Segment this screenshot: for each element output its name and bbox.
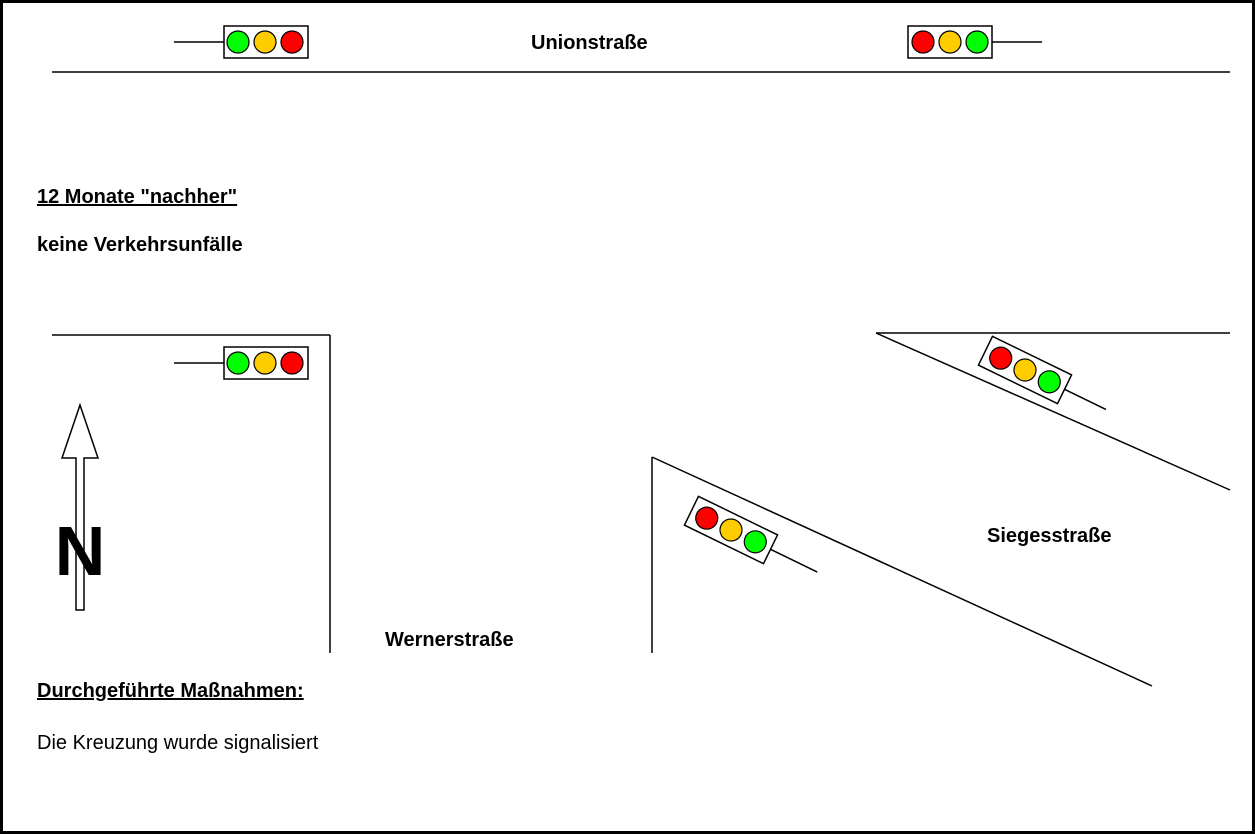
traffic-light-union-west [174,25,309,59]
lamp-red [911,30,935,54]
lamp-red [989,346,1013,370]
north-arrow-icon: N [55,402,106,611]
lamp-yellow [938,30,962,54]
traffic-light-union-east [907,25,1042,59]
lamp-yellow [253,351,277,375]
lamp-green [226,30,250,54]
lamp-green [965,30,989,54]
traffic-light-werner [174,346,309,380]
lamp-red [280,30,304,54]
lamp-red [695,506,719,530]
period-heading: 12 Monate "nachher" [37,186,238,208]
lamp-yellow [719,518,743,542]
siegess-upper-diagonal [875,332,1231,491]
traffic-light-siegess-lower [683,495,818,573]
traffic-light-siegess-upper [977,335,1107,411]
street-label-siegess: Siegesstraße [987,525,1112,547]
measures-text: Die Kreuzung wurde signalisiert [37,732,319,754]
lamp-yellow [1013,358,1037,382]
period-result: keine Verkehrsunfälle [37,234,243,256]
compass-letter: N [55,512,106,590]
lamp-green [1037,370,1061,394]
measures-heading: Durchgeführte Maßnahmen: [37,680,304,702]
street-label-werner: Wernerstraße [385,629,514,651]
lamp-red [280,351,304,375]
lamp-green [226,351,250,375]
lamp-green [743,530,767,554]
siegess-lower-diagonal [651,456,1153,687]
lamp-yellow [253,30,277,54]
street-label-union: Unionstraße [531,32,648,54]
